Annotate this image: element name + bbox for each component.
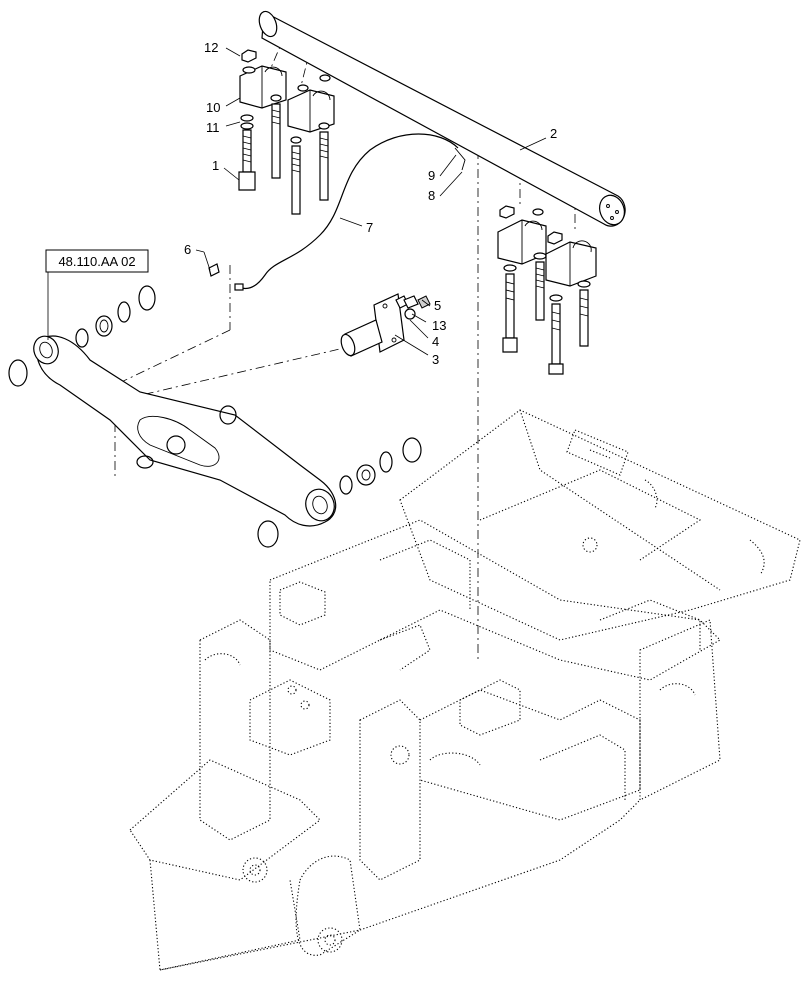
reference-box-label: 48.110.AA 02 xyxy=(58,254,135,269)
shaft-clamp-upper-right xyxy=(287,74,335,133)
callout-12: 12 xyxy=(204,40,218,55)
rocker-arm xyxy=(33,335,337,527)
callout-8: 8 xyxy=(428,188,435,203)
center-lines xyxy=(114,34,576,660)
callout-13: 13 xyxy=(432,318,446,333)
bearings-and-seal-rings xyxy=(8,285,422,548)
callout-10: 10 xyxy=(206,100,220,115)
pivot-shaft xyxy=(258,10,626,227)
callout-leaders xyxy=(47,47,547,356)
shaft-clamp-lower-right xyxy=(545,231,597,287)
callout-5: 5 xyxy=(434,298,441,313)
shaft-clamp-upper-left xyxy=(238,49,287,191)
callout-9: 9 xyxy=(428,168,435,183)
pivot-pin-assembly xyxy=(340,293,431,357)
callout-7: 7 xyxy=(366,220,373,235)
callout-11: 11 xyxy=(206,120,220,135)
reference-box[interactable]: 48.110.AA 02 xyxy=(45,249,149,273)
callout-labels: 12 10 11 1 2 9 8 7 6 5 13 4 3 xyxy=(184,40,557,367)
shaft-clamp-lower-left xyxy=(497,205,547,265)
callout-2: 2 xyxy=(550,126,557,141)
clamp-bolts-upper xyxy=(270,94,330,215)
loader-frame xyxy=(129,409,801,971)
clamp-bolts-lower xyxy=(502,252,591,375)
callout-1: 1 xyxy=(212,158,219,173)
callout-6: 6 xyxy=(184,242,191,257)
callout-3: 3 xyxy=(432,352,439,367)
callout-4: 4 xyxy=(432,334,439,349)
grease-hose xyxy=(208,133,466,291)
